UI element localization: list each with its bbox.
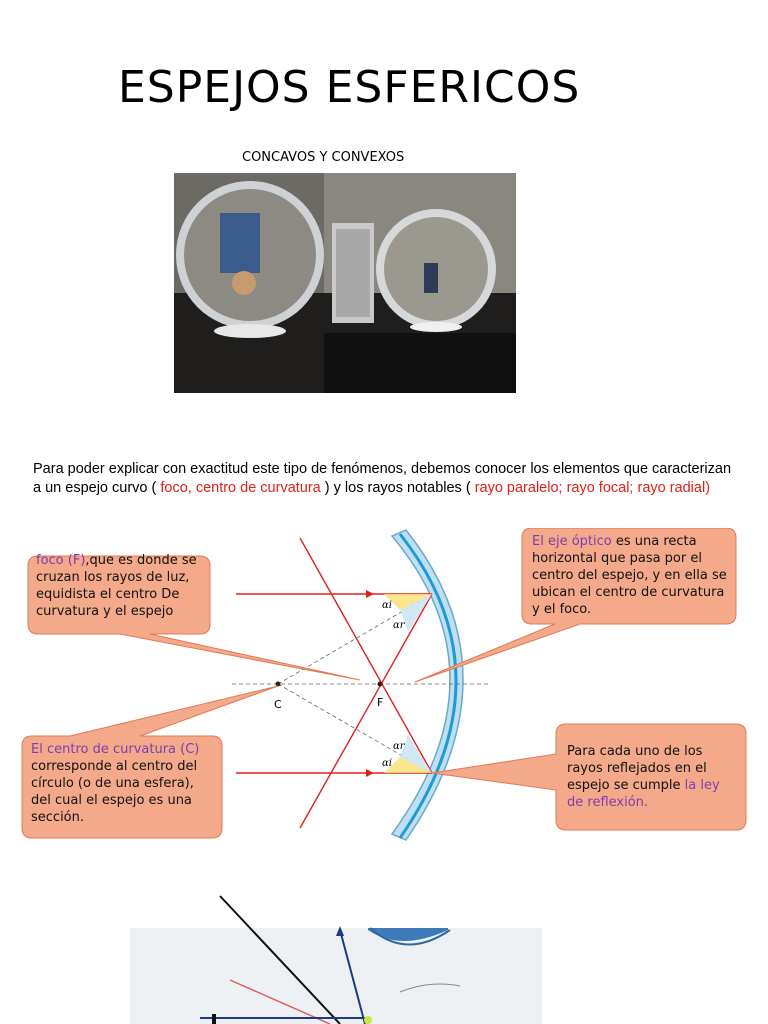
page-title: ESPEJOS ESFERICOS bbox=[118, 62, 581, 113]
callout-centro-shape bbox=[21, 685, 279, 839]
callout-ley-reflexion: Para cada uno de los rayos reflejados en… bbox=[567, 743, 737, 811]
callout-centro-highlight: El centro de curvatura (C) bbox=[31, 742, 200, 757]
callout-rayos-text: Para cada uno de los rayos reflejados en… bbox=[567, 744, 707, 793]
callout-eje-highlight: El eje óptico bbox=[532, 534, 612, 549]
label-alpha-i-bottom: αi bbox=[382, 758, 392, 769]
callout-eje-shape bbox=[414, 528, 737, 683]
intro-text-1: Para poder explicar con exactitud este t… bbox=[33, 461, 732, 496]
callout-eje-text: es una recta horizontal que pasa por el … bbox=[532, 534, 727, 617]
callout-foco: foco (F),que es donde se cruzan los rayo… bbox=[36, 552, 206, 620]
intro-text-2: ) y los rayos notables ( bbox=[320, 480, 475, 496]
spherical-mirror-diagram: C F αi αr αr αi bbox=[21, 528, 747, 841]
mirrors-photo bbox=[174, 173, 516, 393]
page-subtitle: CONCAVOS Y CONVEXOS bbox=[242, 150, 405, 165]
label-alpha-r-bottom: αr bbox=[393, 741, 406, 752]
intro-paragraph: Para poder explicar con exactitud este t… bbox=[33, 460, 733, 498]
callout-foco-text: ,que es donde se cruzan los rayos de luz… bbox=[36, 553, 197, 619]
label-f: F bbox=[377, 696, 383, 709]
bottom-diagram bbox=[130, 895, 542, 1024]
intro-rays-red: rayo paralelo; rayo focal; rayo radial) bbox=[474, 480, 711, 496]
intro-elements-red: foco, centro de curvatura bbox=[160, 480, 321, 496]
callout-foco-shape bbox=[27, 555, 361, 681]
callout-centro-curvatura: El centro de curvatura (C) corresponde a… bbox=[31, 741, 217, 826]
callout-rayos-highlight: la ley de reflexión. bbox=[567, 778, 720, 810]
label-c: C bbox=[274, 698, 282, 711]
label-alpha-r-top: αr bbox=[393, 620, 406, 631]
callout-centro-text: corresponde al centro del círculo (o de … bbox=[31, 759, 198, 825]
callout-eje-optico: El eje óptico es una recta horizontal qu… bbox=[532, 533, 732, 618]
callout-rayos-shape bbox=[431, 723, 747, 831]
label-alpha-i-top: αi bbox=[382, 600, 392, 611]
callout-foco-highlight: foco (F) bbox=[36, 553, 86, 568]
